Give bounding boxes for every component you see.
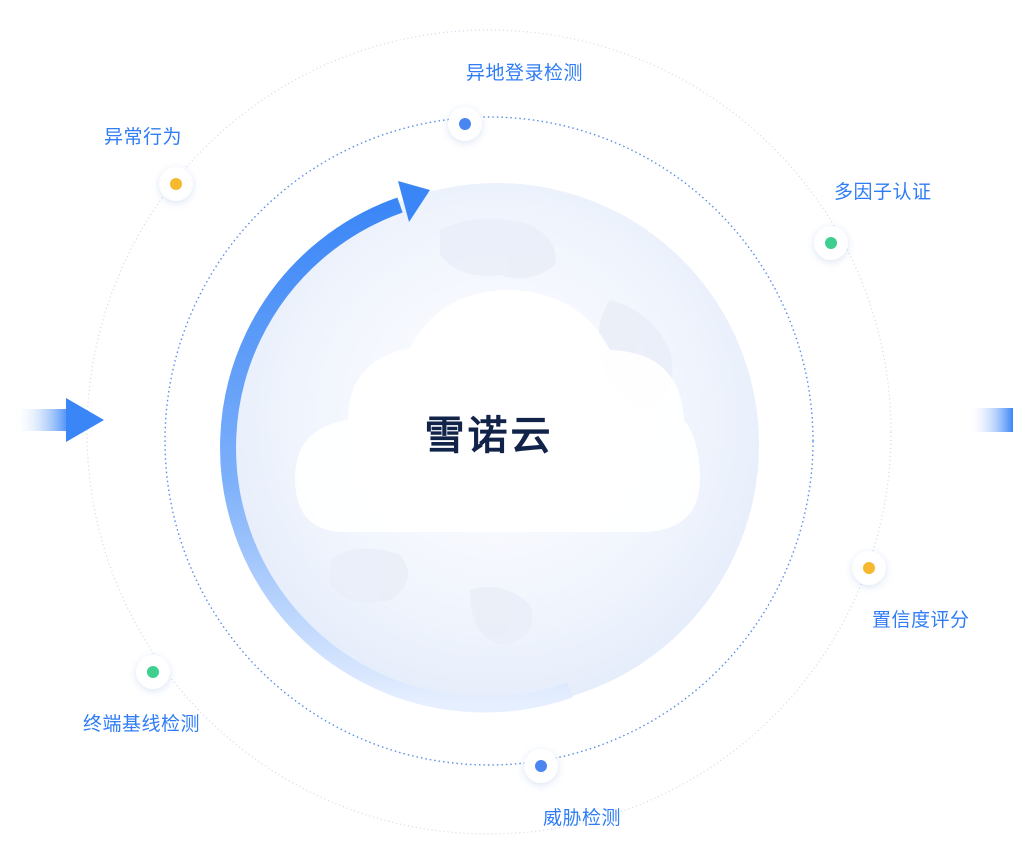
- label-mfa: 多因子认证: [834, 181, 932, 203]
- blue-dot-icon: [459, 118, 471, 130]
- node-confidence-score[interactable]: [852, 551, 886, 585]
- label-endpoint-baseline: 终端基线检测: [83, 713, 201, 735]
- node-mfa[interactable]: [814, 226, 848, 260]
- label-threat-detection: 威胁检测: [543, 807, 622, 829]
- cloud-shape: [295, 290, 700, 532]
- outer-ring: [86, 29, 892, 835]
- inner-ring: [164, 116, 814, 766]
- node-abnormal-behavior[interactable]: [159, 167, 193, 201]
- node-endpoint-baseline[interactable]: [136, 655, 170, 689]
- center-title: 雪诺云: [424, 413, 554, 459]
- orange-dot-icon: [863, 562, 875, 574]
- green-dot-icon: [147, 666, 159, 678]
- green-dot-icon: [825, 237, 837, 249]
- node-remote-login[interactable]: [448, 107, 482, 141]
- label-remote-login: 异地登录检测: [466, 62, 584, 84]
- label-abnormal-behavior: 异常行为: [104, 126, 183, 148]
- node-threat-detection[interactable]: [524, 749, 558, 783]
- orange-dot-icon: [170, 178, 182, 190]
- rotation-arc: [220, 197, 573, 713]
- label-confidence-score: 置信度评分: [872, 609, 970, 631]
- rotation-arrowhead: [398, 181, 430, 222]
- left-arrow-shaft: [14, 409, 70, 431]
- left-arrowhead: [66, 398, 104, 442]
- blue-dot-icon: [535, 760, 547, 772]
- right-arrow-stub: [968, 408, 1013, 432]
